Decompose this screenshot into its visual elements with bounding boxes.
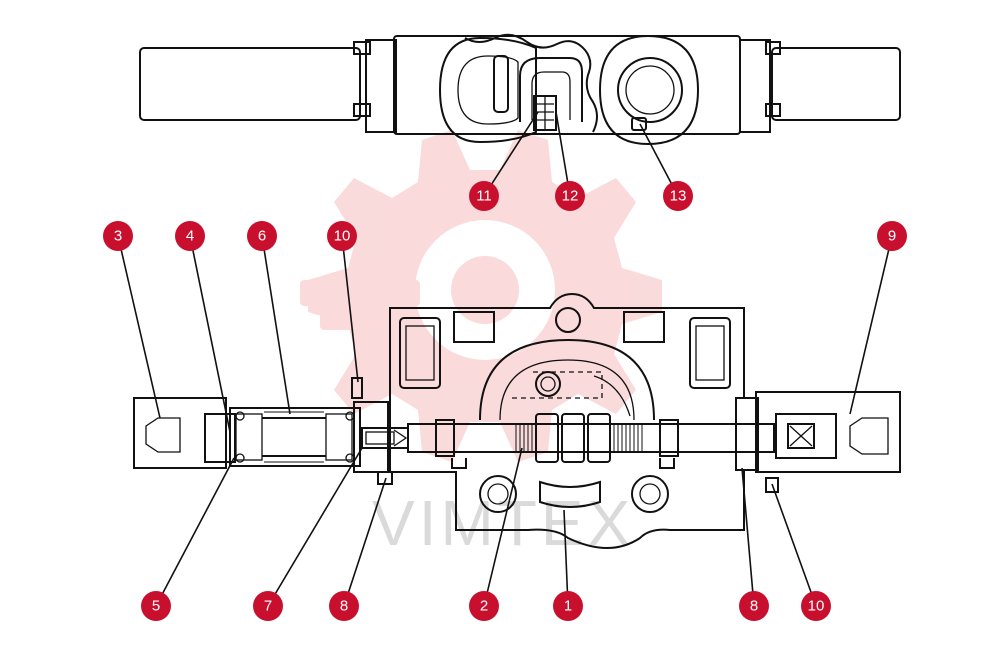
watermark-logo bbox=[300, 130, 662, 462]
section-view bbox=[133, 292, 901, 549]
svg-text:1: 1 bbox=[564, 598, 572, 615]
callout-11: 11 bbox=[469, 181, 499, 211]
callout-13: 13 bbox=[663, 181, 693, 211]
svg-text:6: 6 bbox=[258, 228, 266, 245]
gear-icon bbox=[308, 130, 662, 462]
callout-6: 6 bbox=[247, 221, 277, 251]
svg-text:3: 3 bbox=[114, 228, 122, 245]
callout-2: 2 bbox=[469, 591, 499, 621]
hatch-right bbox=[613, 424, 643, 452]
callout-1: 1 bbox=[553, 591, 583, 621]
watermark-text: VIMTEX bbox=[372, 487, 634, 559]
callout-8-right: 8 bbox=[739, 591, 769, 621]
callout-7: 7 bbox=[253, 591, 283, 621]
svg-text:10: 10 bbox=[334, 228, 351, 245]
svg-text:7: 7 bbox=[264, 598, 272, 615]
hatch-left bbox=[515, 424, 533, 452]
callout-8-left: 8 bbox=[329, 591, 359, 621]
svg-text:13: 13 bbox=[670, 188, 687, 205]
top-view bbox=[139, 33, 901, 146]
spring bbox=[264, 411, 324, 463]
svg-text:10: 10 bbox=[808, 598, 825, 615]
svg-text:9: 9 bbox=[888, 228, 896, 245]
svg-text:5: 5 bbox=[152, 598, 160, 615]
svg-text:2: 2 bbox=[480, 598, 488, 615]
svg-text:8: 8 bbox=[750, 598, 758, 615]
svg-text:8: 8 bbox=[340, 598, 348, 615]
callout-5: 5 bbox=[141, 591, 171, 621]
svg-text:12: 12 bbox=[562, 188, 579, 205]
callout-12: 12 bbox=[555, 181, 585, 211]
callout-4: 4 bbox=[175, 221, 205, 251]
callout-10-bottom: 10 bbox=[801, 591, 831, 621]
callout-10-top: 10 bbox=[327, 221, 357, 251]
svg-text:11: 11 bbox=[476, 188, 492, 205]
callout-9: 9 bbox=[877, 221, 907, 251]
spool-lands bbox=[435, 413, 679, 469]
callout-3: 3 bbox=[103, 221, 133, 251]
svg-text:4: 4 bbox=[186, 228, 194, 245]
